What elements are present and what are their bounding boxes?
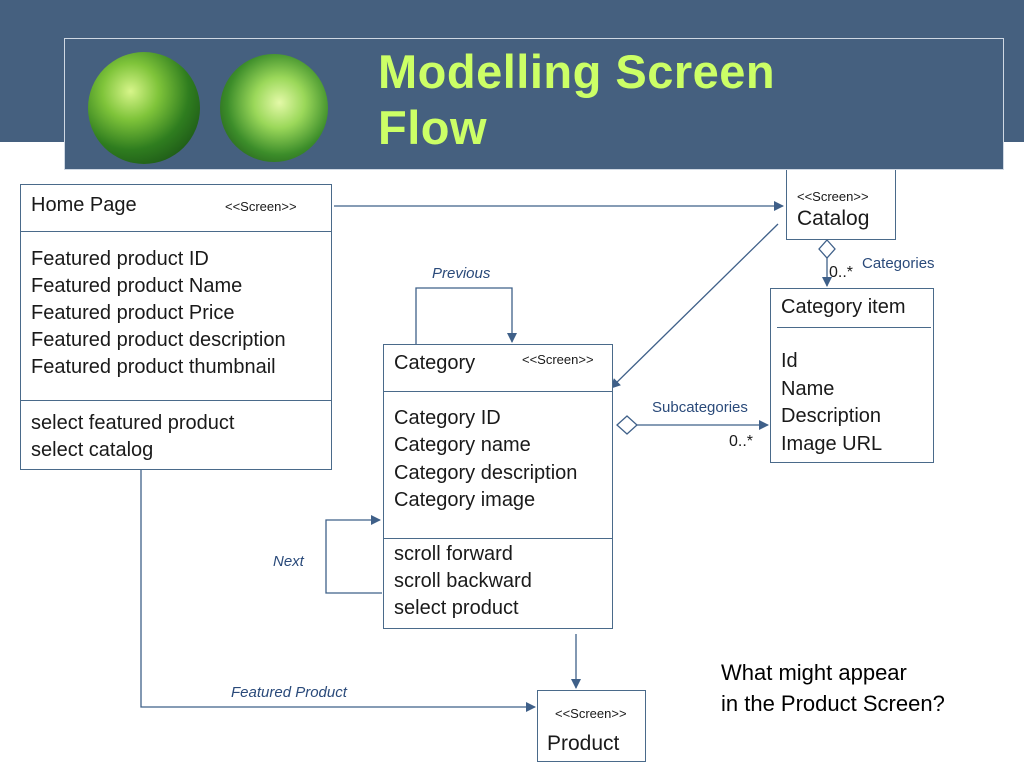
edge-next-loop xyxy=(325,515,382,594)
category-name: Category xyxy=(394,352,476,374)
category-attr-2: Category description xyxy=(394,462,578,484)
category-sep1 xyxy=(384,391,612,392)
home-attr-1: Featured product Name xyxy=(31,275,243,297)
home-page-sep2 xyxy=(21,400,331,401)
home-op-1: select catalog xyxy=(31,439,154,461)
category-item-attr-3: Image URL xyxy=(781,433,883,455)
label-categories-multiplicity: 0..* xyxy=(829,264,854,281)
home-attr-3: Featured product description xyxy=(31,329,286,351)
label-categories: Categories xyxy=(862,255,935,272)
label-subcategories: Subcategories xyxy=(652,399,748,416)
category-box: Category <<Screen>> Category ID Category… xyxy=(383,344,613,629)
category-item-attr-2: Description xyxy=(781,405,882,427)
category-attr-1: Category name xyxy=(394,434,531,456)
home-page-stereotype: <<Screen>> xyxy=(225,199,297,214)
category-op-1: scroll backward xyxy=(394,570,532,592)
home-attr-2: Featured product Price xyxy=(31,302,235,324)
edge-catalog-to-category xyxy=(610,223,779,389)
leaf-image-1 xyxy=(88,52,200,164)
category-op-0: scroll forward xyxy=(394,543,513,565)
home-attr-4: Featured product thumbnail xyxy=(31,356,276,378)
label-subcategories-multiplicity: 0..* xyxy=(729,433,754,450)
slide-title-line2: Flow xyxy=(378,101,488,154)
slide-title: Modelling Screen Flow xyxy=(378,44,938,156)
label-next: Next xyxy=(273,553,304,570)
edge-featured-product xyxy=(140,470,536,712)
product-name: Product xyxy=(547,732,620,755)
question-note: What might appear in the Product Screen? xyxy=(721,657,945,719)
category-op-2: select product xyxy=(394,597,519,619)
product-stereotype: <<Screen>> xyxy=(555,706,627,721)
home-page-box: Home Page <<Screen>> Featured product ID… xyxy=(20,184,332,470)
home-op-0: select featured product xyxy=(31,412,235,434)
category-item-sep1 xyxy=(777,327,931,328)
leaf-image-2 xyxy=(220,54,328,162)
home-attr-0: Featured product ID xyxy=(31,248,209,270)
category-item-attr-1: Name xyxy=(781,378,835,400)
category-item-box: Category item Id Name Description Image … xyxy=(770,288,934,463)
home-page-name: Home Page xyxy=(31,194,137,216)
edge-previous-loop xyxy=(415,287,517,344)
catalog-name: Catalog xyxy=(797,207,870,230)
category-item-attr-0: Id xyxy=(781,350,798,372)
slide-title-line1: Modelling Screen xyxy=(378,45,776,98)
catalog-box: <<Screen>> Catalog xyxy=(786,170,896,240)
label-featured-product: Featured Product xyxy=(231,684,347,701)
category-attr-3: Category image xyxy=(394,489,536,511)
category-attr-0: Category ID xyxy=(394,407,501,429)
category-item-name: Category item xyxy=(781,296,906,318)
catalog-stereotype: <<Screen>> xyxy=(797,189,869,204)
composition-diamond-catalog xyxy=(818,239,836,259)
category-stereotype: <<Screen>> xyxy=(522,352,594,367)
product-box: <<Screen>> Product xyxy=(537,690,646,762)
question-line1: What might appear xyxy=(721,660,907,685)
label-previous: Previous xyxy=(432,265,491,282)
question-line2: in the Product Screen? xyxy=(721,691,945,716)
category-sep2 xyxy=(384,538,612,539)
composition-diamond-category xyxy=(616,415,638,435)
home-page-sep1 xyxy=(21,231,331,232)
